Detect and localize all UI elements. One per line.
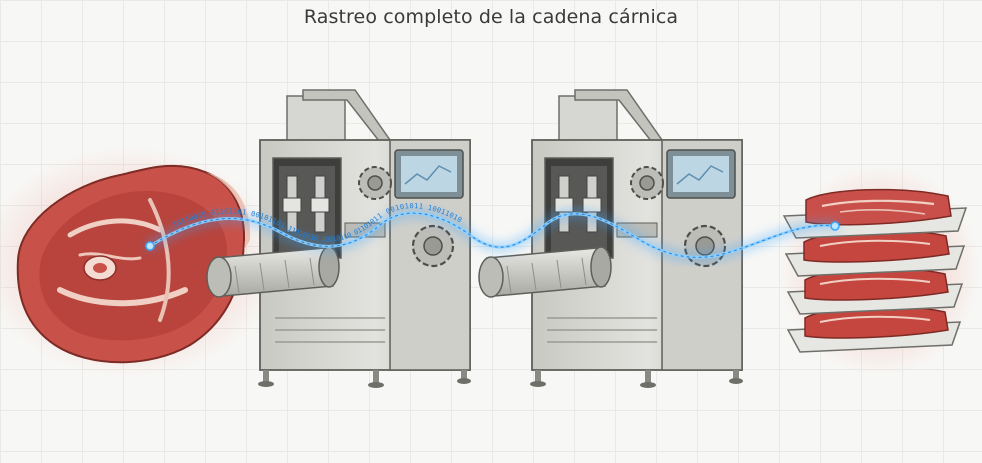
packaged-meat-tray-icon	[786, 267, 964, 315]
raw-meat-cut-icon	[0, 147, 280, 377]
packaged-meat-tray-icon	[782, 188, 968, 239]
processing-machine-1-icon	[206, 89, 471, 388]
gear-icon	[630, 166, 664, 200]
gear-icon	[358, 166, 392, 200]
packaged-meat-stack-icon	[780, 165, 980, 375]
gear-icon	[411, 224, 455, 268]
packaged-meat-tray-icon	[786, 305, 962, 353]
packaged-meat-tray-icon	[784, 229, 966, 277]
diagram-title: Rastreo completo de la cadena cárnica	[303, 6, 679, 28]
